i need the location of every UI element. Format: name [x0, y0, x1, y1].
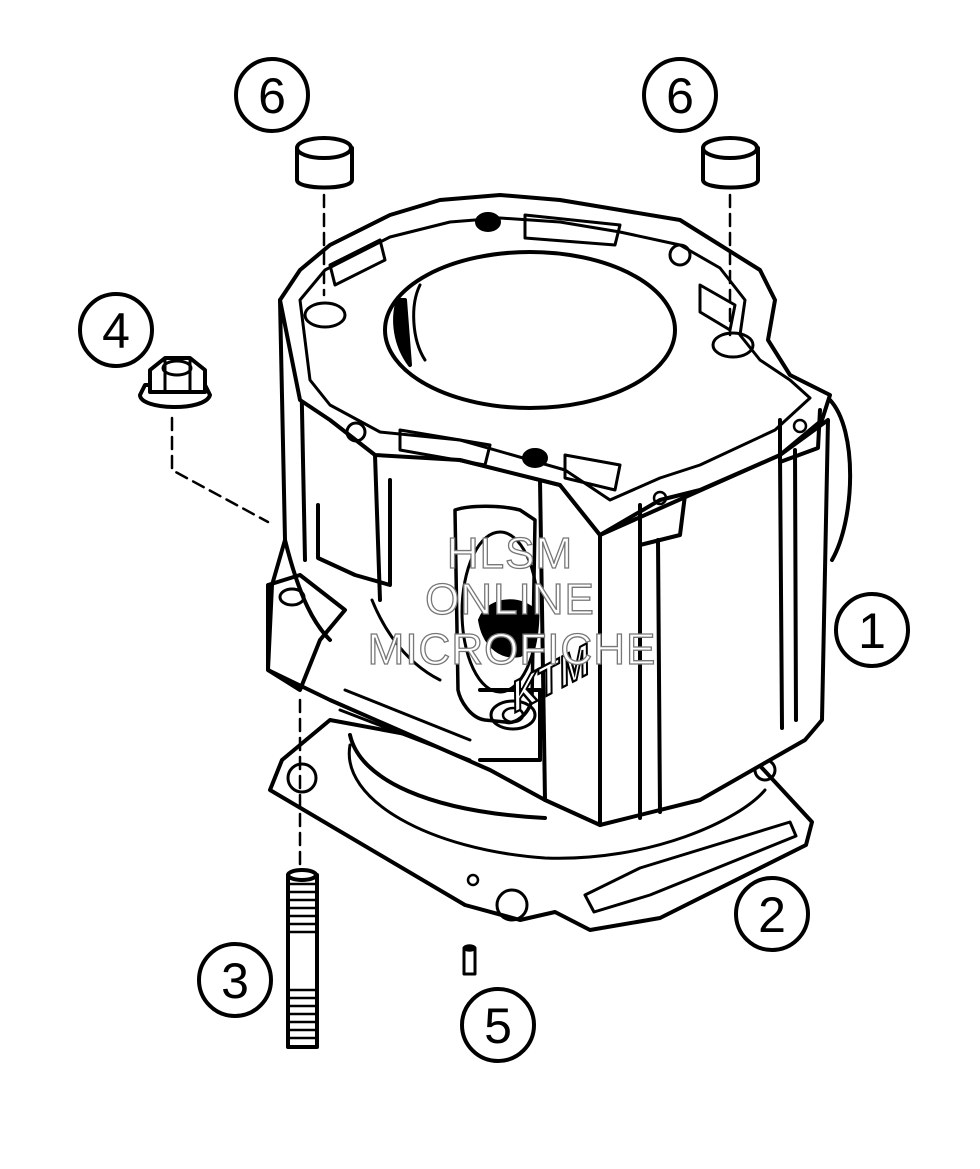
assembly-guide-lines: [170, 193, 732, 872]
callout-6-right: 6: [642, 57, 718, 133]
callout-6-right-label: 6: [666, 68, 694, 124]
watermark-line-1: HLSM: [447, 529, 573, 578]
callout-2: 2: [734, 876, 810, 952]
callout-4: 4: [78, 292, 154, 368]
watermark-line-2: ONLINE: [425, 575, 595, 624]
watermark: HLSM ONLINE MICROFICHE: [367, 528, 657, 674]
sleeve-right: [701, 136, 760, 190]
callout-6-left-label: 6: [258, 68, 286, 124]
flange-nut: [138, 356, 212, 409]
callout-3-label: 3: [221, 953, 249, 1009]
callout-1-label: 1: [858, 603, 886, 659]
sleeve-left: [295, 136, 354, 190]
callout-5: 5: [460, 987, 536, 1063]
callout-1: 1: [834, 592, 910, 668]
callout-3: 3: [197, 942, 273, 1018]
dowel-pin: [462, 944, 477, 976]
cylinder: [266, 193, 853, 827]
stud: [286, 868, 319, 1049]
watermark-line-3: MICROFICHE: [368, 625, 657, 674]
callout-4-label: 4: [102, 303, 130, 359]
callout-5-label: 5: [484, 998, 512, 1054]
callout-2-label: 2: [758, 887, 786, 943]
callout-6-left: 6: [234, 57, 310, 133]
